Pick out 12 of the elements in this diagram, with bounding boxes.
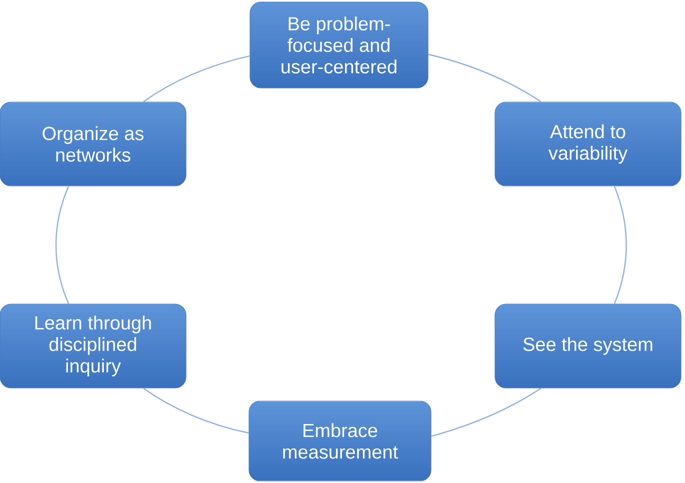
process-box: Attend to variability	[494, 102, 682, 186]
process-box: See the system	[494, 304, 682, 388]
connector-arc	[614, 186, 627, 304]
connector-arc	[55, 186, 70, 304]
process-box: Organize as networks	[0, 102, 186, 186]
connector-arc	[143, 55, 250, 102]
process-box: Embrace measurement	[248, 400, 432, 482]
connector-arc	[431, 388, 542, 437]
process-box: Learn through disciplined inquiry	[0, 304, 186, 388]
process-box: Be problem-focused and user-centered	[250, 2, 428, 88]
connector-arc	[428, 54, 542, 102]
connector-arc	[143, 388, 249, 434]
